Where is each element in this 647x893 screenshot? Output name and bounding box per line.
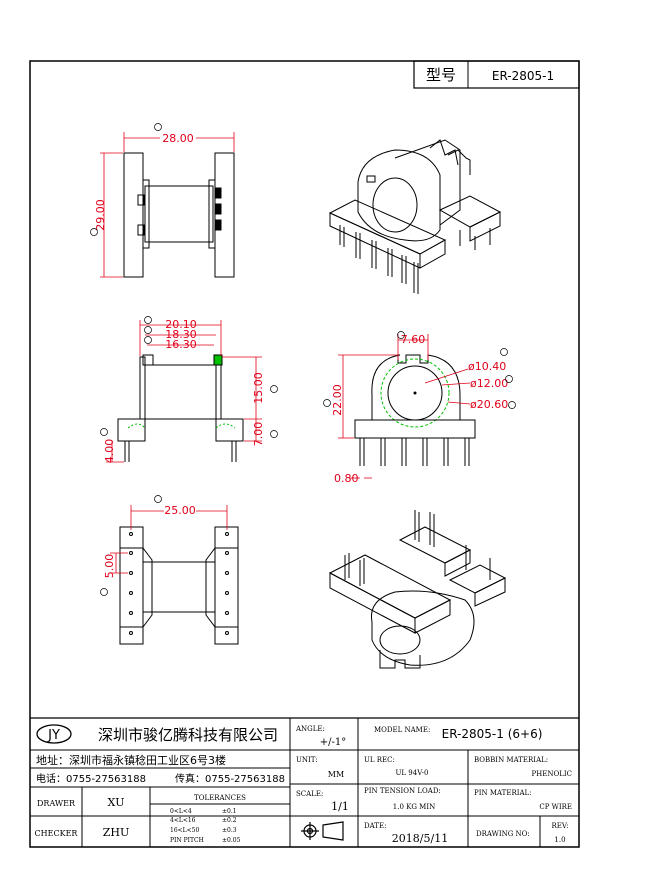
tol-row: 16<L<50	[170, 827, 199, 834]
date-label: DATE:	[364, 822, 386, 830]
angle-label: ANGLE:	[295, 725, 325, 733]
dim-top-height: 29.00	[94, 199, 107, 231]
model-value: ER-2805-1	[492, 69, 554, 83]
drawer-value: XU	[107, 796, 124, 809]
company-name: 深圳市骏亿腾科技有限公司	[98, 726, 278, 744]
checker-label: CHECKER	[35, 829, 79, 838]
balloon	[100, 588, 108, 596]
model-label: 型号	[426, 66, 456, 84]
scale-value: 1/1	[331, 800, 349, 813]
balloon	[270, 430, 278, 438]
front-view	[117, 354, 244, 462]
rev-label: REV:	[551, 822, 568, 830]
balloon	[90, 228, 98, 236]
drawing-no-label: DRAWING NO:	[476, 830, 530, 838]
balloon	[270, 385, 278, 393]
tol-value: ±0.2	[222, 817, 237, 824]
title-block	[30, 717, 579, 847]
dim-front-h-body: 15.00	[252, 372, 265, 404]
iso-view-bottom	[328, 510, 507, 669]
balloon	[144, 336, 152, 344]
dim-front-w3: 16.30	[165, 338, 197, 351]
balloon	[144, 326, 152, 334]
scale-label: SCALE:	[296, 790, 323, 798]
bobbin-label: BOBBIN MATERIAL:	[474, 756, 548, 764]
tension-label: PIN TENSION LOAD:	[364, 787, 441, 795]
dim-side-d2: ø12.00	[470, 377, 508, 390]
projection-symbol-icon	[301, 821, 344, 841]
model-name-value: ER-2805-1 (6+6)	[442, 727, 543, 741]
balloon	[505, 375, 513, 383]
top-view-dims	[100, 132, 235, 278]
balloon	[144, 316, 152, 324]
ul-label: UL REC:	[364, 756, 395, 764]
drawer-label: DRAWER	[37, 799, 76, 808]
tolerances-label: TOLERANCES	[194, 794, 246, 802]
company-logo: JY	[47, 728, 60, 743]
tol-row: PIN PITCH	[170, 837, 204, 844]
unit-value: MM	[328, 770, 344, 779]
tol-row: 0<L<4	[170, 808, 192, 815]
model-header: 型号 ER-2805-1	[413, 60, 580, 89]
dim-side-pin: 0.80	[334, 472, 359, 485]
date-value: 2018/5/11	[392, 832, 448, 845]
unit-label: UNIT:	[296, 756, 318, 764]
sheet-border	[29, 60, 580, 848]
dim-side-d1: ø10.40	[468, 360, 506, 373]
balloon	[154, 123, 162, 131]
dim-front-w1: 20.10	[165, 318, 197, 331]
dim-front-h-base: 4.00	[103, 439, 116, 464]
balloon	[100, 428, 108, 436]
angle-value: +/-1°	[320, 737, 347, 748]
dim-bottom-width: 25.00	[164, 504, 196, 517]
balloon	[397, 331, 405, 339]
company-address: 地址：深圳市福永镇稔田工业区6号3楼	[36, 753, 226, 767]
model-name-label: MODEL NAME:	[374, 726, 430, 734]
dim-front-h-pin: 7.00	[252, 422, 265, 447]
tol-value: ±0.1	[222, 808, 237, 815]
balloon	[323, 399, 331, 407]
dim-bottom-pitch: 5.00	[103, 554, 116, 579]
dim-side-d3: ø20.60	[470, 398, 508, 411]
bobbin-value: PHENOLIC	[531, 770, 572, 778]
pin-material-label: PIN MATERIAL:	[474, 789, 532, 797]
dim-side-height: 22.00	[331, 384, 344, 416]
side-view-dims	[338, 334, 471, 479]
balloon	[154, 495, 162, 503]
rev-value: 1.0	[554, 836, 565, 844]
balloon	[500, 348, 508, 356]
tension-value: 1.0 KG MIN	[393, 803, 435, 811]
company-fax: 传真：0755-27563188	[175, 772, 285, 785]
balloon	[508, 401, 516, 409]
dim-top-width: 28.00	[162, 132, 194, 145]
tol-value: ±0.05	[222, 837, 241, 844]
dim-front-w2: 18.30	[165, 328, 197, 341]
checker-value: ZHU	[103, 826, 130, 839]
bottom-view	[119, 526, 239, 645]
dim-side-slot: 7.60	[401, 333, 426, 346]
tol-row: 4<L<16	[170, 817, 196, 824]
top-view	[123, 152, 235, 278]
pin-material-value: CP WIRE	[539, 803, 572, 811]
ul-value: UL 94V-0	[396, 769, 429, 777]
tol-value: ±0.3	[222, 827, 237, 834]
side-view	[354, 354, 476, 466]
front-view-dims	[106, 320, 262, 463]
company-phone: 电话：0755-27563188	[36, 772, 146, 785]
iso-view-top	[328, 139, 502, 294]
